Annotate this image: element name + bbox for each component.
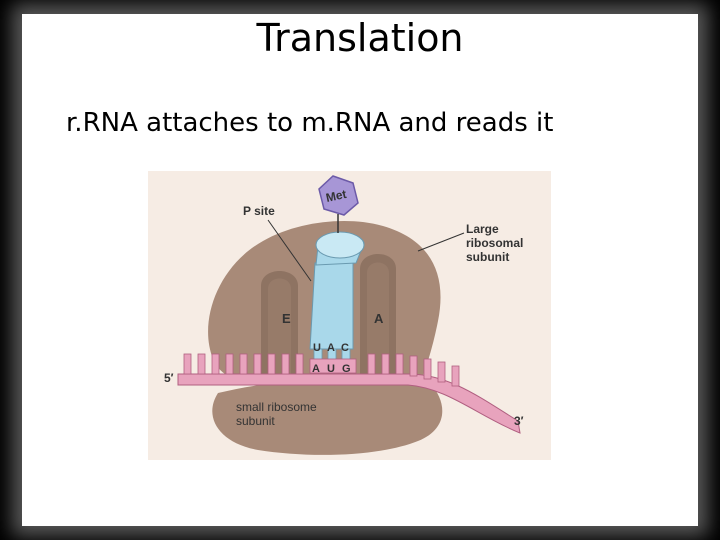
p-site-leader [267, 219, 312, 282]
five-prime-label: 5′ [164, 371, 174, 385]
small-subunit-label-2: subunit [236, 414, 275, 428]
slide-title: Translation [256, 16, 464, 60]
ribosome-diagram: Met [148, 171, 551, 460]
codon-base-2: U [327, 363, 335, 375]
small-ribosomal-subunit [212, 378, 443, 455]
e-site-groove [261, 271, 298, 379]
anticodon-base-3: C [341, 342, 349, 354]
a-site-label: A [374, 311, 384, 326]
mrna-bases [183, 353, 460, 387]
e-site-label: E [282, 311, 291, 326]
p-site-label: P site [243, 204, 275, 218]
small-subunit-label-1: small ribosome [236, 400, 317, 414]
large-subunit-label-1: Large [466, 222, 499, 236]
three-prime-label: 3′ [514, 414, 524, 428]
anticodon-base-2: A [327, 342, 335, 354]
large-subunit-label-3: subunit [466, 250, 509, 264]
large-subunit-label-2: ribosomal [466, 236, 523, 250]
met-label: Met [325, 187, 348, 205]
a-site-groove [360, 254, 396, 379]
trna [309, 260, 354, 350]
codon-base-3: G [342, 363, 351, 375]
codon-base-1: A [312, 363, 320, 375]
large-subunit-leader [417, 232, 465, 252]
met-amino-acid [318, 175, 359, 216]
anticodon-base-1: U [313, 342, 321, 354]
slide-subtitle: r.RNA attaches to m.RNA and reads it [66, 108, 554, 138]
